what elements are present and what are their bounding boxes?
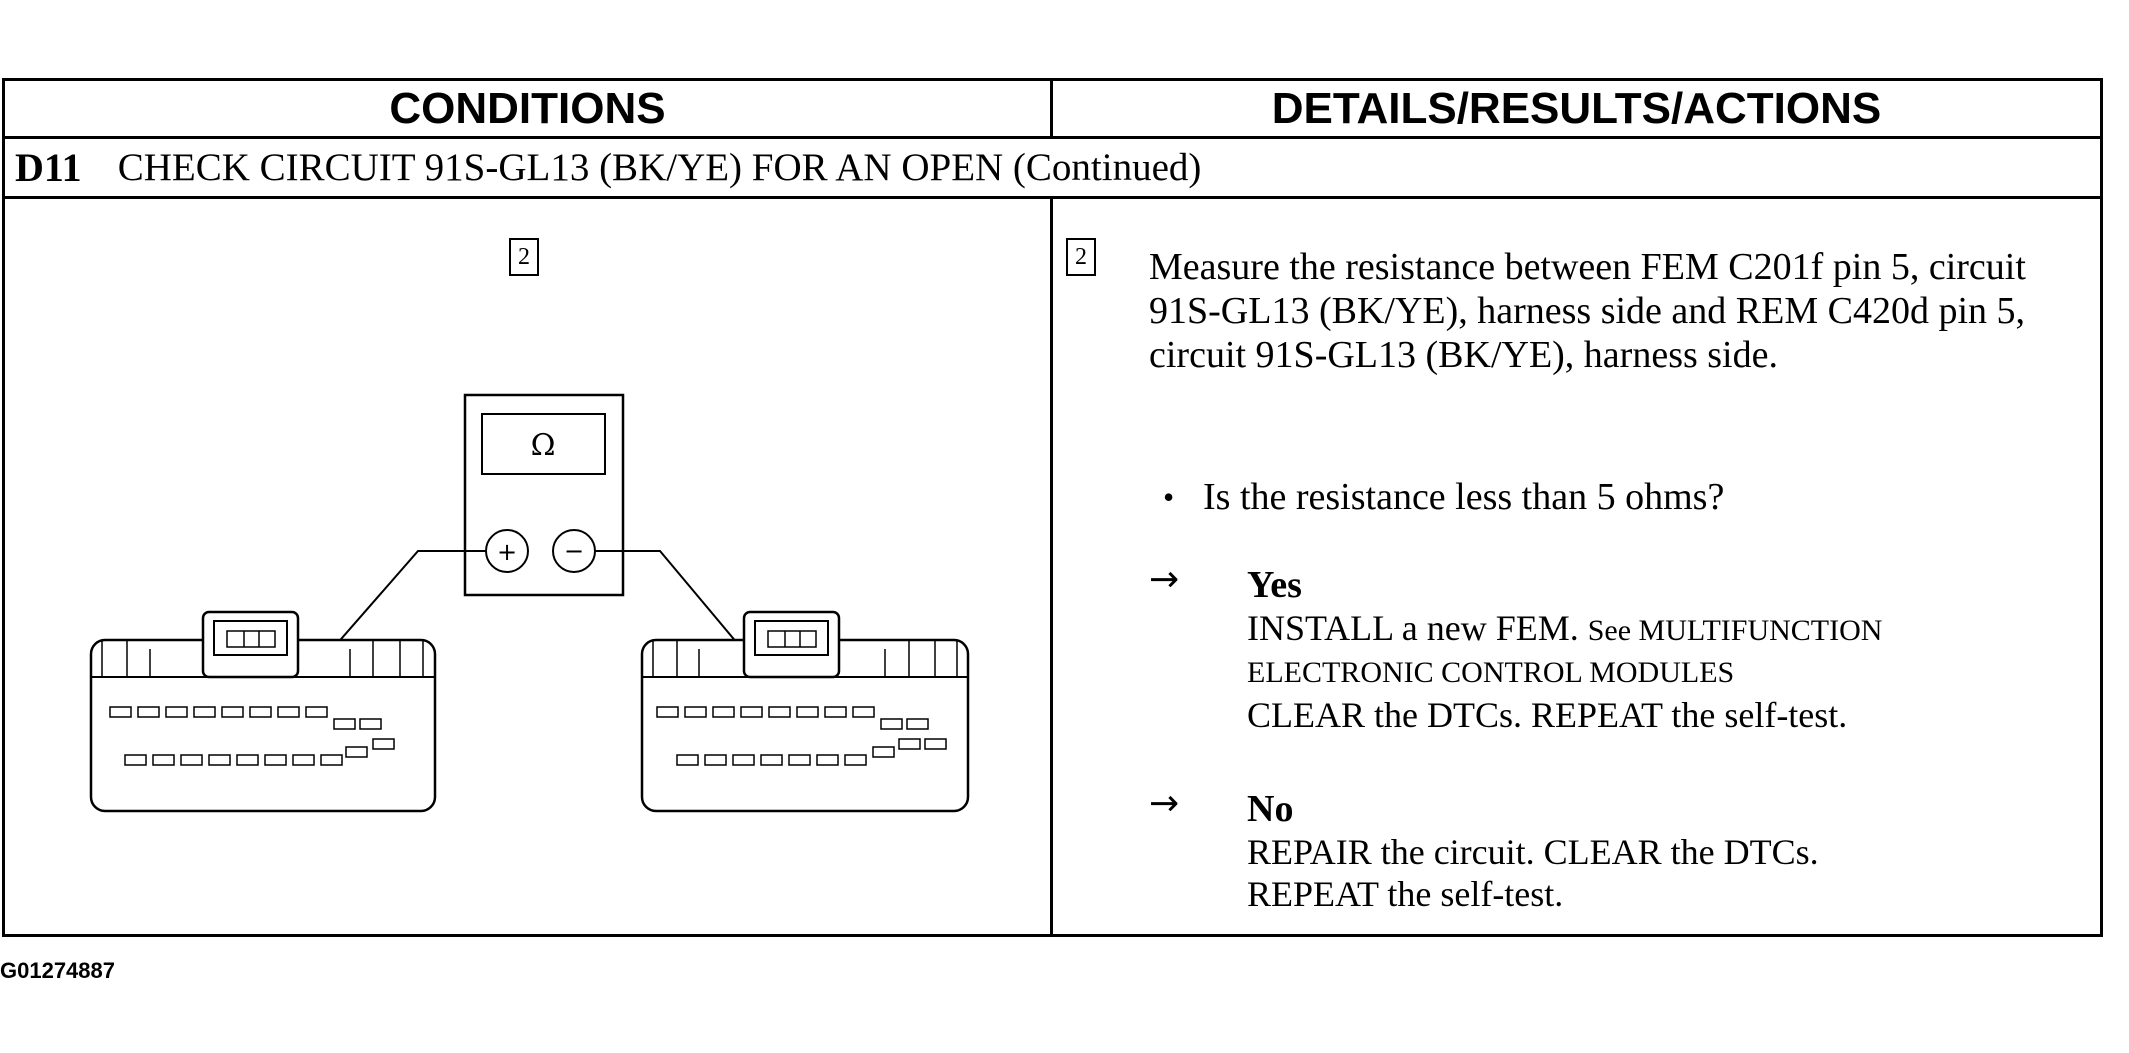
yes-action-clear: CLEAR the DTCs. REPEAT the self-test.: [1247, 695, 1848, 735]
conditions-cell: 2 Ω + −: [5, 199, 1053, 934]
arrow-right-icon: →: [1149, 559, 1180, 600]
question-text: Is the resistance less than 5 ohms?: [1203, 476, 1725, 518]
ohm-symbol: Ω: [531, 428, 556, 463]
no-action-repeat: REPEAT the self-test.: [1247, 874, 1564, 914]
diagnostic-table: CONDITIONS DETAILS/RESULTS/ACTIONS D11 C…: [2, 78, 2103, 937]
illustration-step-number: 2: [509, 238, 539, 276]
yes-label: Yes: [1247, 564, 1302, 606]
yes-reference-part2: ELECTRONIC CONTROL MODULES: [1247, 656, 1735, 689]
figure-id: G01274887: [0, 958, 115, 983]
bullet-icon: •: [1163, 479, 1175, 515]
arrow-right-icon: →: [1149, 783, 1180, 824]
fem-connector-icon: [89, 610, 437, 813]
negative-test-lead: [595, 550, 754, 663]
table-header-row: CONDITIONS DETAILS/RESULTS/ACTIONS: [5, 81, 2100, 139]
no-label: No: [1247, 788, 1294, 830]
details-step-number: 2: [1066, 238, 1096, 276]
no-action-repair: REPAIR the circuit. CLEAR the DTCs.: [1247, 832, 1819, 872]
rem-connector-icon: [640, 610, 970, 813]
yes-action-install: INSTALL a new FEM.: [1247, 608, 1579, 648]
details-cell: 2 Measure the resistance between FEM C20…: [1053, 199, 2100, 934]
test-step-title: CHECK CIRCUIT 91S-GL13 (BK/YE) FOR AN OP…: [117, 146, 1202, 189]
yes-actions: INSTALL a new FEM. See MULTIFUNCTION ELE…: [1247, 607, 2077, 736]
ohmmeter-display: [481, 413, 606, 475]
positive-test-lead: [320, 550, 486, 663]
plus-symbol: +: [497, 538, 517, 566]
conditions-header: CONDITIONS: [5, 81, 1053, 136]
details-header: DETAILS/RESULTS/ACTIONS: [1271, 83, 1882, 133]
measurement-instruction: Measure the resistance between FEM C201f…: [1149, 246, 2026, 376]
test-step-body-row: 2 Ω + −: [5, 199, 2100, 934]
minus-symbol: −: [564, 537, 584, 565]
test-step-title-row: D11 CHECK CIRCUIT 91S-GL13 (BK/YE) FOR A…: [5, 139, 2100, 199]
yes-reference-part1: See MULTIFUNCTION: [1587, 614, 1883, 647]
ohmmeter-connector-diagram: Ω + −: [89, 393, 970, 813]
test-step-code: D11: [15, 145, 82, 190]
no-actions: REPAIR the circuit. CLEAR the DTCs. REPE…: [1247, 831, 2077, 915]
